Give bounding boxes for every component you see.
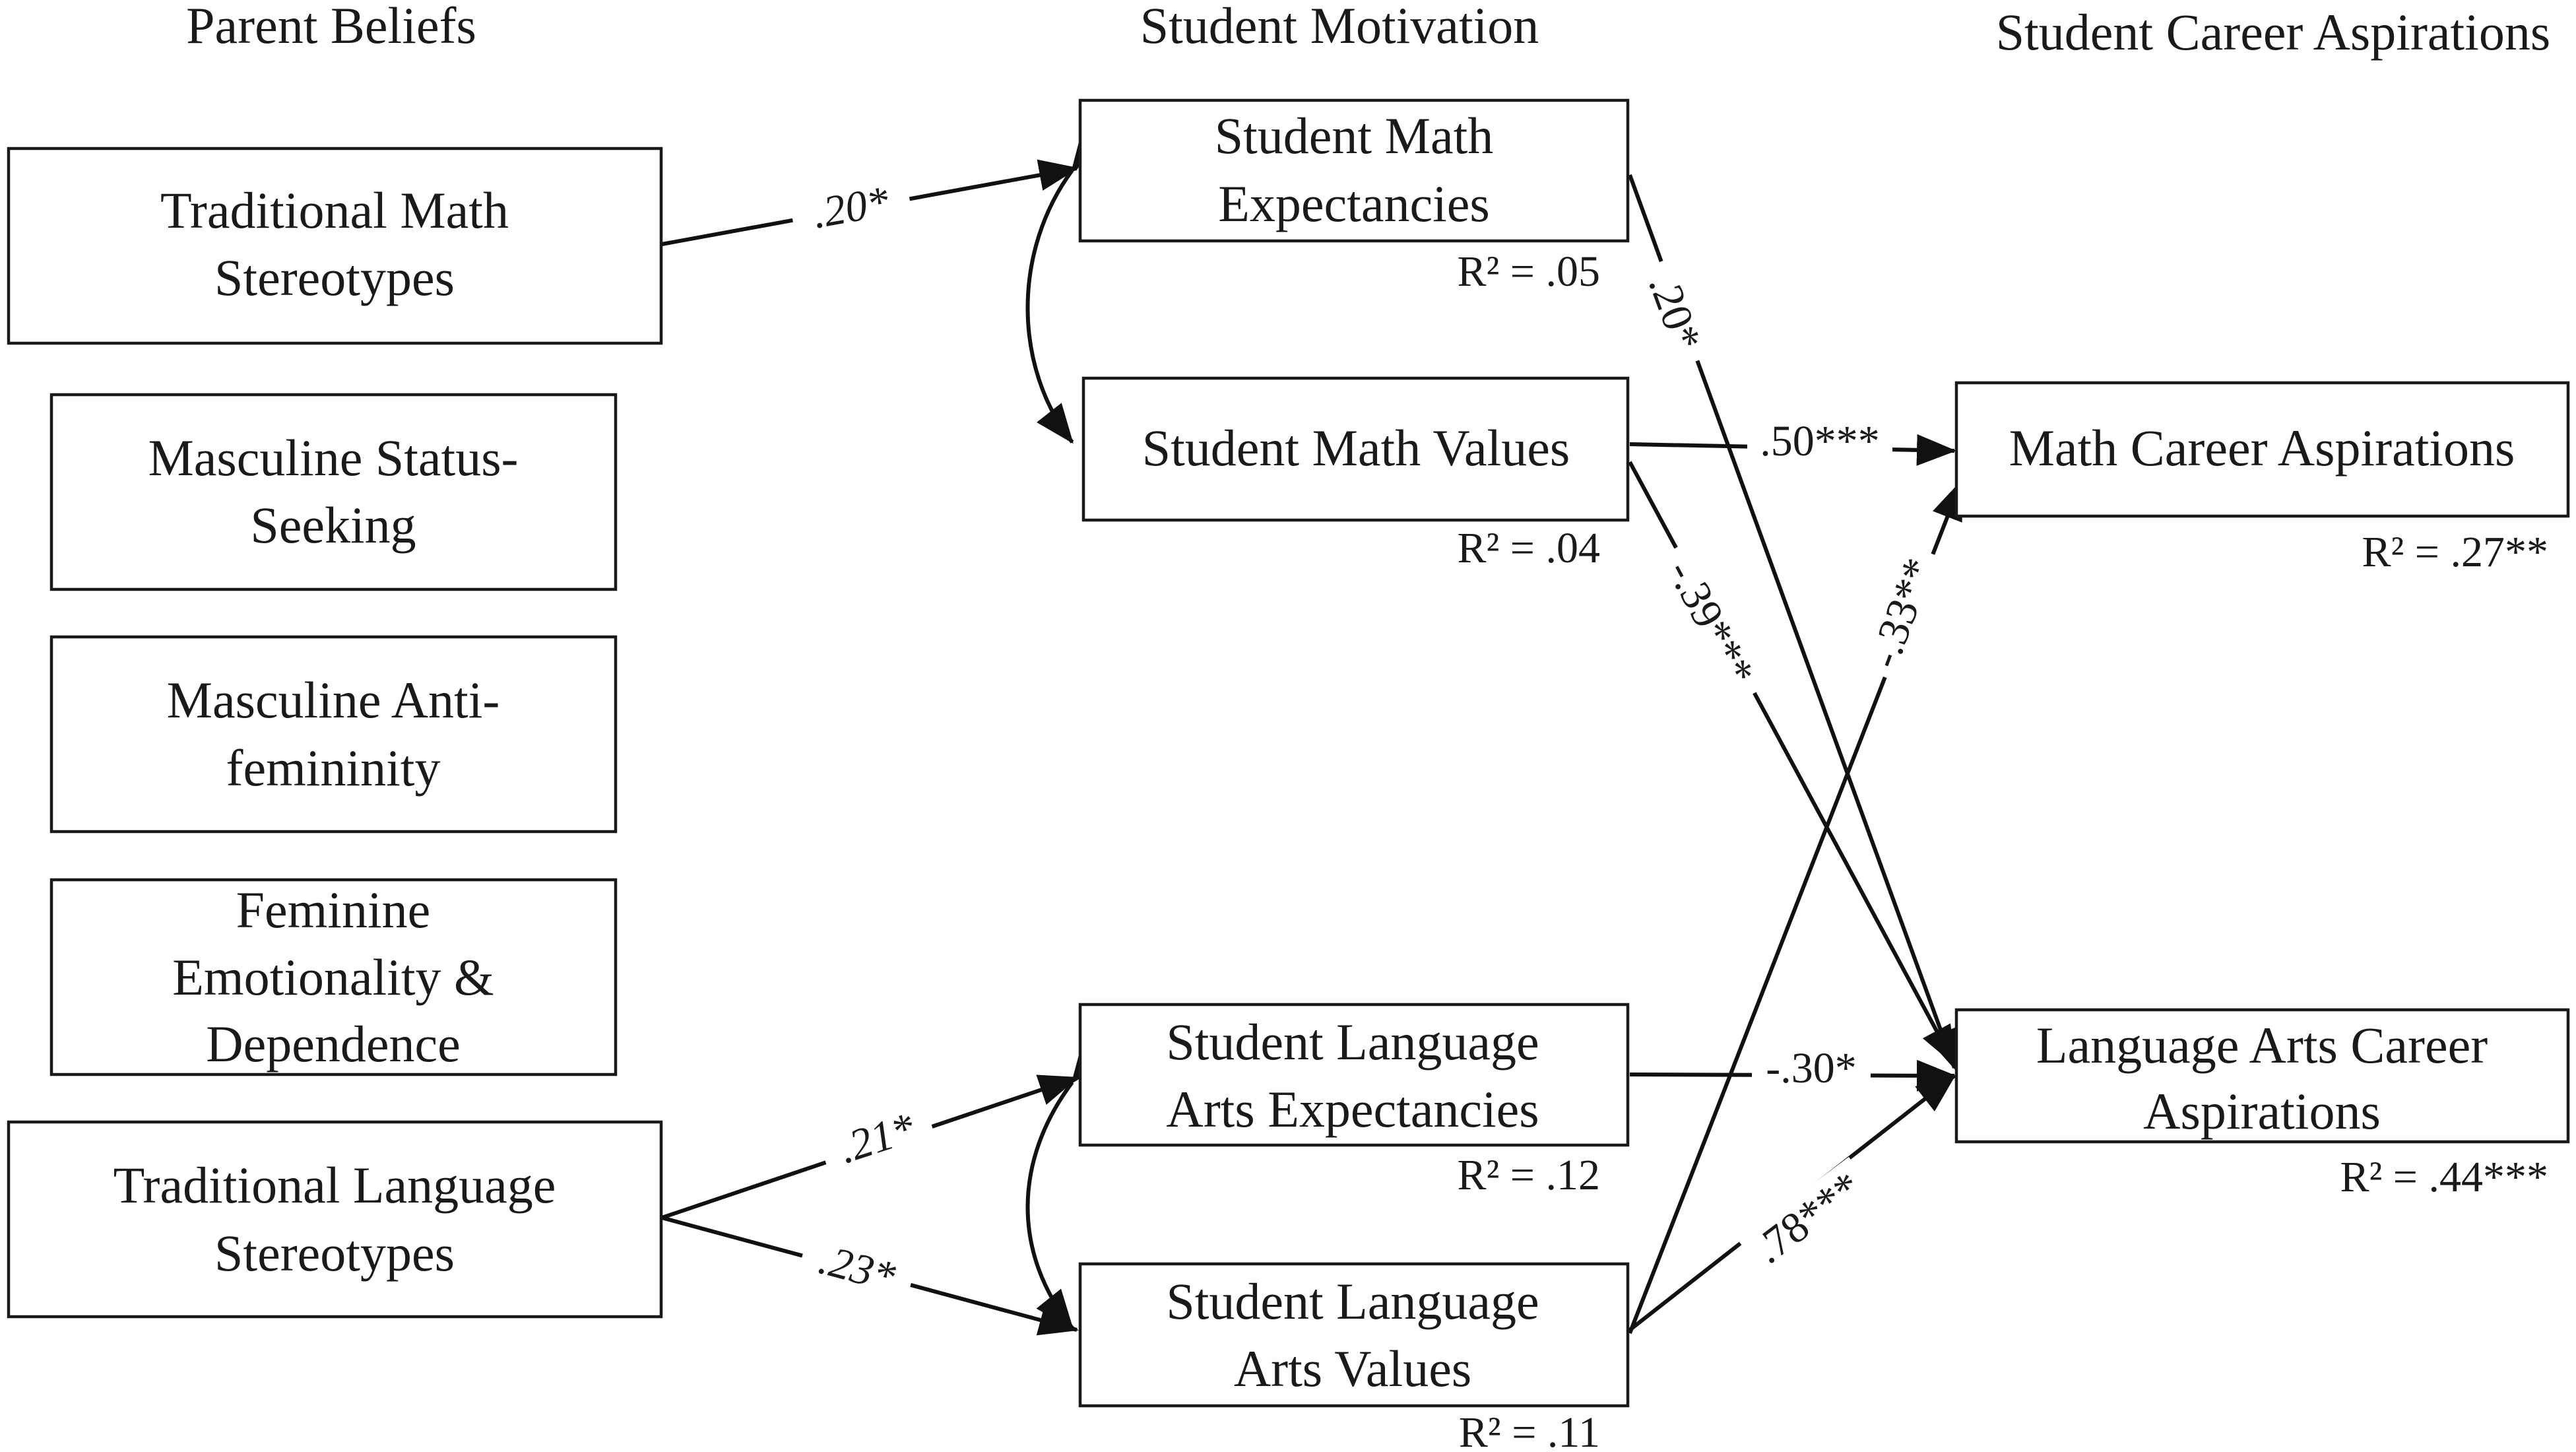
node-student-la-values: Student Language Arts Values xyxy=(1078,1262,1630,1408)
svg-text:Language Arts Career: Language Arts Career xyxy=(2036,1016,2488,1074)
svg-text:-.39***: -.39*** xyxy=(1658,552,1764,693)
svg-text:Emotionality &: Emotionality & xyxy=(172,948,494,1006)
r2-math-career: R² = .27** xyxy=(2362,528,2548,576)
r2-la-expectancies: R² = .12 xyxy=(1457,1151,1600,1199)
svg-text:.78***: .78*** xyxy=(1745,1162,1870,1273)
coef-trad-lang-to-la-val: .23* xyxy=(797,1229,918,1304)
r2-math-values: R² = .04 xyxy=(1457,524,1600,572)
svg-text:.50***: .50*** xyxy=(1760,417,1880,465)
coef-la-val-to-math-career: -.33** xyxy=(1856,543,1944,682)
coef-trad-math-to-math-exp: .20* xyxy=(788,172,913,239)
svg-text:Dependence: Dependence xyxy=(206,1015,460,1072)
node-student-math-expectancies: Student Math Expectancies xyxy=(1078,98,1630,243)
coef-la-val-to-la-career: .78*** xyxy=(1738,1156,1876,1276)
svg-text:Masculine Anti-: Masculine Anti- xyxy=(167,671,500,729)
header-parent-beliefs: Parent Beliefs xyxy=(186,0,476,54)
correlation-la-exp-la-val xyxy=(1025,1042,1108,1330)
coef-math-val-to-math-career: .50*** xyxy=(1747,416,1892,465)
r2-la-career: R² = .44*** xyxy=(2340,1153,2548,1201)
node-traditional-language-stereotypes: Traditional Language Stereotypes xyxy=(7,1120,663,1319)
svg-text:Arts Values: Arts Values xyxy=(1234,1340,1471,1397)
svg-text:Student Language: Student Language xyxy=(1166,1272,1539,1330)
svg-text:Arts Expectancies: Arts Expectancies xyxy=(1166,1080,1539,1138)
node-la-career-aspirations: Language Arts Career Aspirations xyxy=(1954,1008,2570,1144)
svg-text:Student Math Values: Student Math Values xyxy=(1142,419,1570,477)
node-student-la-expectancies: Student Language Arts Expectancies xyxy=(1078,1003,1630,1147)
node-traditional-math-stereotypes: Traditional Math Stereotypes xyxy=(7,147,663,345)
header-student-career-aspirations: Student Career Aspirations xyxy=(1996,3,2551,61)
svg-text:.21*: .21* xyxy=(833,1104,920,1173)
coef-trad-lang-to-la-exp: .21* xyxy=(816,1096,937,1175)
svg-text:.20*: .20* xyxy=(1639,269,1710,357)
svg-text:Math Career Aspirations: Math Career Aspirations xyxy=(2009,419,2515,477)
correlation-math-exp-math-val xyxy=(1025,130,1108,444)
svg-text:Masculine Status-: Masculine Status- xyxy=(148,429,518,486)
svg-text:Student Math: Student Math xyxy=(1215,107,1494,164)
svg-text:Expectancies: Expectancies xyxy=(1218,175,1489,232)
coef-math-exp-to-la-career: .20* xyxy=(1637,255,1716,370)
svg-text:Traditional Language: Traditional Language xyxy=(113,1156,556,1214)
r2-math-expectancies: R² = .05 xyxy=(1457,248,1600,296)
node-math-career-aspirations: Math Career Aspirations xyxy=(1954,381,2570,518)
svg-text:.23*: .23* xyxy=(814,1235,900,1301)
svg-text:Aspirations: Aspirations xyxy=(2143,1082,2381,1140)
svg-text:femininity: femininity xyxy=(226,739,441,797)
svg-text:Student Language: Student Language xyxy=(1166,1013,1539,1071)
header-student-motivation: Student Motivation xyxy=(1140,0,1539,54)
node-feminine-emotionality-dependence: Feminine Emotionality & Dependence xyxy=(49,878,618,1076)
svg-text:Feminine: Feminine xyxy=(236,881,431,939)
node-masculine-status-seeking: Masculine Status- Seeking xyxy=(49,393,618,591)
svg-text:Stereotypes: Stereotypes xyxy=(214,249,455,306)
node-student-math-values: Student Math Values xyxy=(1081,376,1630,522)
r2-la-values: R² = .11 xyxy=(1459,1408,1600,1452)
svg-text:Seeking: Seeking xyxy=(250,496,416,554)
node-masculine-anti-femininity: Masculine Anti- femininity xyxy=(49,635,618,834)
svg-text:Stereotypes: Stereotypes xyxy=(214,1224,455,1282)
svg-text:-.30*: -.30* xyxy=(1766,1044,1856,1092)
svg-text:Traditional Math: Traditional Math xyxy=(160,182,509,239)
coef-math-val-to-la-career: -.39*** xyxy=(1654,538,1772,706)
svg-text:.20*: .20* xyxy=(809,178,892,238)
coef-la-exp-to-la-career: -.30* xyxy=(1752,1043,1871,1092)
svg-text:-.33**: -.33** xyxy=(1859,552,1943,674)
